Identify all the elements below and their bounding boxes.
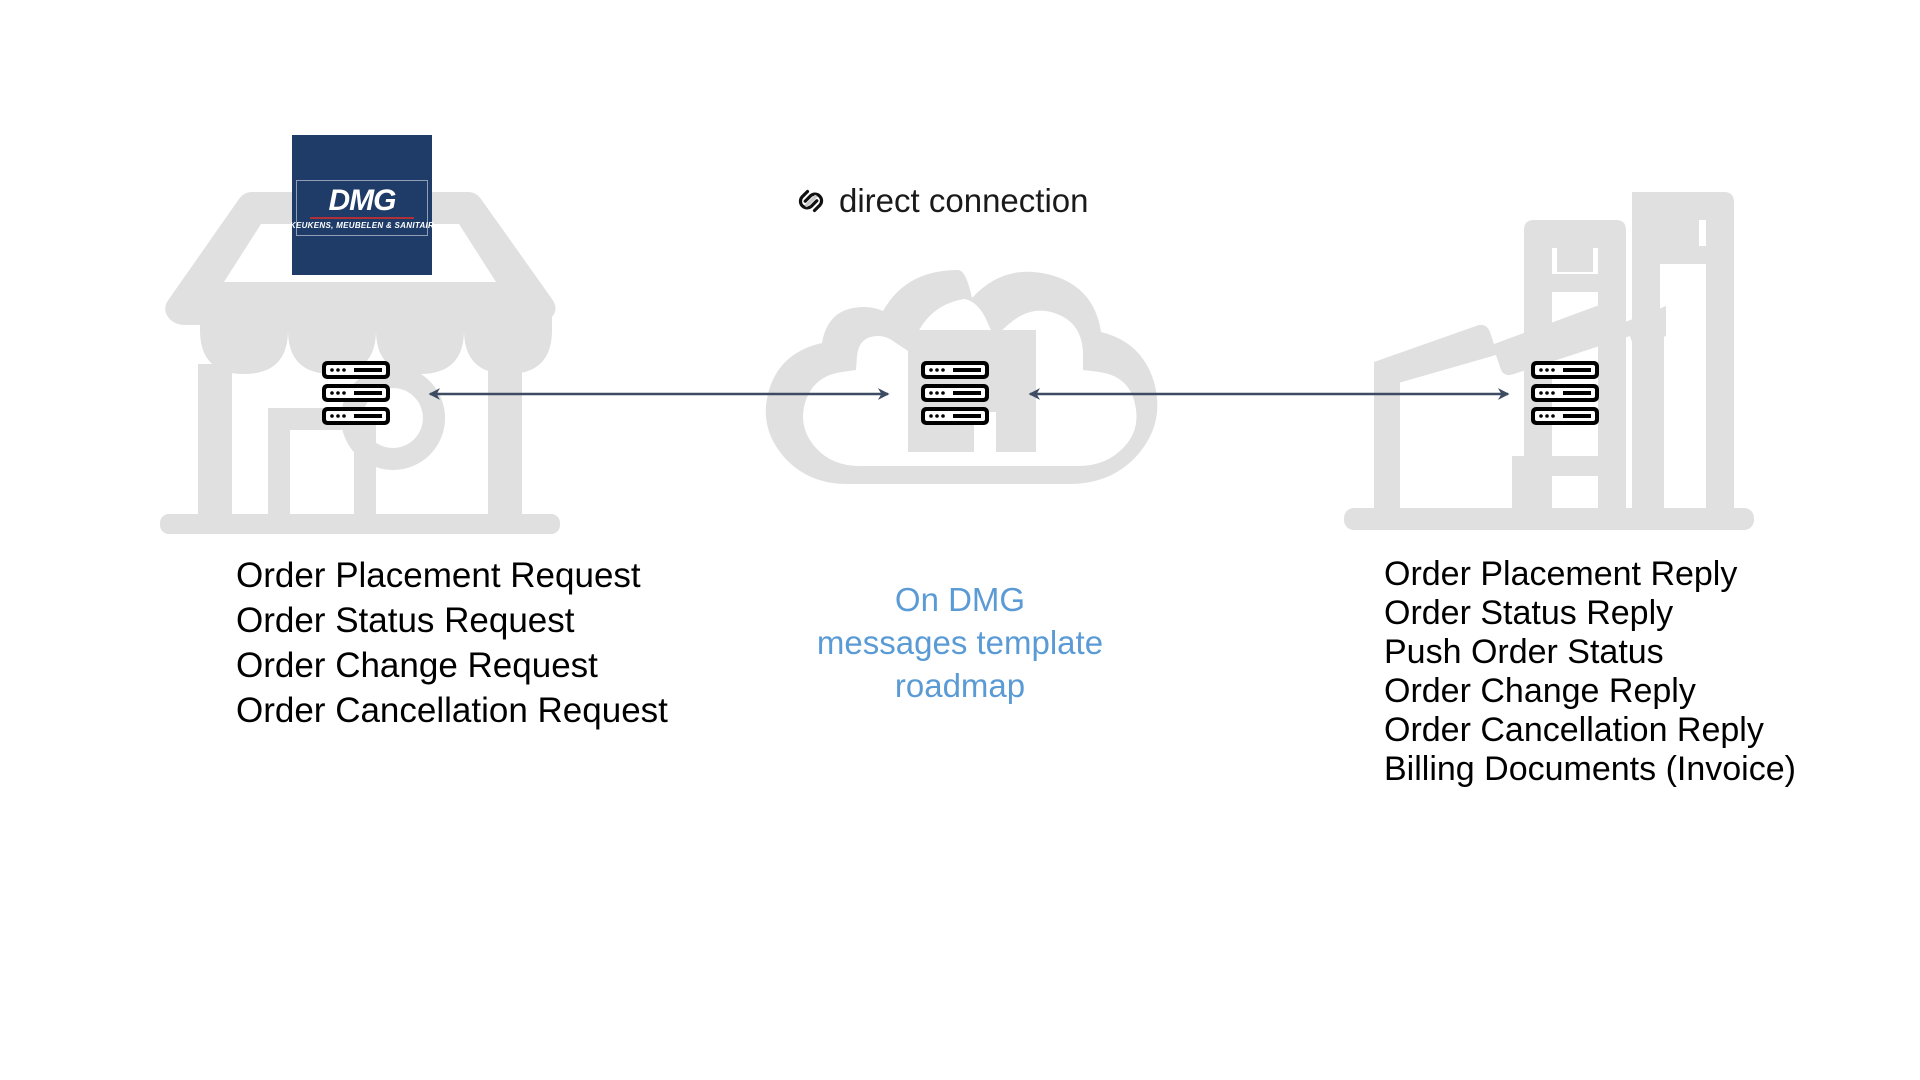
left-message-list: Order Placement Request Order Status Req… xyxy=(236,553,668,733)
center-note-line: roadmap xyxy=(894,667,1026,704)
list-item: Order Status Request xyxy=(236,601,575,640)
server-rack-icon-cloud xyxy=(920,360,990,426)
list-item: Push Order Status xyxy=(1384,633,1664,671)
dmg-logo-tagline: KEUKENS, MEUBELEN & SANITAIR xyxy=(289,220,435,230)
dmg-logo-rule xyxy=(310,216,414,219)
list-item: Order Change Request xyxy=(236,646,598,685)
list-item: Order Cancellation Request xyxy=(236,691,668,730)
list-item: Order Status Reply xyxy=(1384,594,1674,632)
list-item: Order Cancellation Reply xyxy=(1384,711,1764,749)
center-note-line: On DMG xyxy=(894,581,1026,618)
list-item: Order Change Reply xyxy=(1384,672,1696,710)
dmg-logo-plate: DMG KEUKENS, MEUBELEN & SANITAIR xyxy=(290,180,434,236)
direct-connection-text: direct connection xyxy=(839,182,1089,219)
dmg-logo-word: DMG xyxy=(328,183,397,217)
center-note-line: messages template xyxy=(816,624,1104,661)
factory-icon xyxy=(1344,178,1754,538)
link-icon xyxy=(798,189,824,213)
direct-connection-label: direct connection xyxy=(793,182,1088,220)
dmg-logo: DMG KEUKENS, MEUBELEN & SANITAIR xyxy=(290,135,434,275)
list-item: Order Placement Reply xyxy=(1384,555,1738,593)
list-item: Order Placement Request xyxy=(236,556,641,595)
right-message-list: Order Placement Reply Order Status Reply… xyxy=(1384,555,1796,789)
list-item: Billing Documents (Invoice) xyxy=(1384,750,1796,788)
center-note: On DMG messages template roadmap xyxy=(760,578,1160,707)
server-rack-icon-store xyxy=(321,360,391,426)
server-rack-icon-factory xyxy=(1530,360,1600,426)
